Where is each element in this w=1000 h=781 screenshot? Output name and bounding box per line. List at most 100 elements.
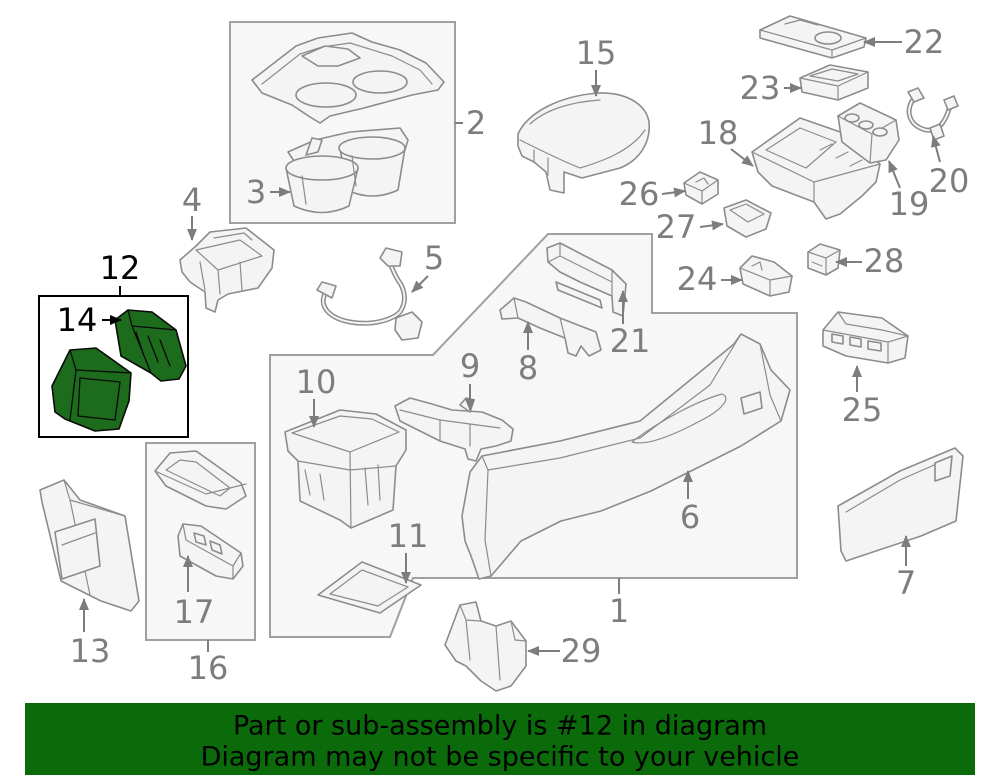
part-14-edge [127, 309, 177, 374]
part-25-port-2 [849, 336, 862, 348]
part-21-edge [547, 242, 613, 297]
part-3-cup-right-rim [338, 136, 406, 160]
part-10-opening [291, 415, 400, 453]
callout-11: 11 [388, 517, 429, 555]
part-27-drawing [723, 199, 772, 238]
callout-3: 3 [246, 173, 266, 211]
part-21-strip [555, 281, 603, 309]
part-10-drawing [284, 409, 407, 529]
callout-14: 14 [57, 301, 98, 339]
part-13-pocket [54, 518, 101, 580]
part-19-switch-2 [858, 120, 874, 130]
part-25-edge [822, 311, 909, 364]
part-7-panel [837, 447, 964, 562]
part-12-drawing-highlighted [51, 347, 132, 432]
part-29-bracket [444, 601, 527, 692]
part-20-wire-core [908, 97, 951, 132]
part-14-drawing-highlighted [114, 309, 187, 382]
callout-27: 27 [656, 208, 697, 246]
callout-1: 1 [609, 592, 629, 630]
callout-29: 29 [561, 632, 602, 670]
part-28-body [807, 243, 841, 276]
callout-4: 4 [182, 181, 202, 219]
part-6-groove [631, 393, 727, 444]
callout-8: 8 [518, 349, 538, 387]
part-2-cup-opening-right [352, 70, 408, 94]
part-11-mat-inner [329, 569, 409, 607]
part-22-circle [814, 31, 842, 45]
part-19-switch-1 [844, 113, 860, 123]
part-16-drawing [154, 450, 247, 510]
callout-labels: 1 2 3 4 5 6 7 8 9 10 11 12 13 14 15 16 1… [57, 23, 970, 687]
callout-15: 15 [576, 34, 617, 72]
info-banner-line-1: Part or sub-assembly is #12 in diagram [233, 711, 767, 742]
part-22-drawing [759, 15, 867, 59]
part-22-tray [759, 15, 867, 59]
part-20-connector-2 [943, 95, 959, 111]
callout-7: 7 [896, 564, 916, 602]
part-18-edge [751, 127, 881, 203]
leader-20 [931, 135, 941, 163]
part-2-shifter-opening [301, 45, 361, 67]
part-4-ribs [199, 232, 253, 295]
leader-18 [730, 148, 754, 167]
part-25-port-3 [867, 340, 882, 352]
callout-24: 24 [677, 260, 718, 298]
callout-19: 19 [889, 185, 930, 223]
part-4-top [195, 239, 263, 271]
part-9-body [394, 397, 514, 462]
part-8-edge [513, 297, 566, 339]
part-15-drawing [517, 92, 650, 194]
callout-18: 18 [698, 114, 739, 152]
callout-25: 25 [842, 391, 883, 429]
part-3-drawing [285, 127, 409, 214]
callout-28: 28 [864, 242, 905, 280]
callout-2: 2 [466, 104, 486, 142]
part-7-drawing [837, 447, 964, 562]
part-12-edge [69, 349, 132, 421]
callout-22: 22 [904, 23, 945, 61]
callout-5: 5 [424, 239, 444, 277]
part-4-body [179, 227, 275, 313]
part-20-connector-1 [907, 87, 925, 103]
part-20-drawing [906, 87, 959, 141]
leader-26 [661, 187, 686, 198]
info-banner-background [25, 703, 975, 775]
part-23-edge [799, 68, 869, 101]
part-7-window [934, 455, 953, 482]
part-7-edge [845, 457, 951, 513]
part-19-switch-3 [872, 127, 888, 137]
part-13-drawing [39, 479, 140, 612]
part-16-bezel [154, 450, 247, 510]
part-26-body [683, 171, 719, 205]
callout-13: 13 [70, 632, 111, 670]
part-16-bezel-inner [154, 459, 247, 497]
part-11-mat [317, 561, 422, 614]
part-5-connector-left [316, 281, 337, 299]
part-17-edge [182, 523, 242, 580]
part-3-detail [301, 155, 357, 205]
callout-10: 10 [296, 363, 337, 401]
leader-19 [888, 160, 901, 189]
part-22-edge [759, 19, 867, 59]
callout-17: 17 [174, 593, 215, 631]
leader-lines [79, 37, 941, 656]
part-19-drawing [837, 102, 900, 164]
part-6-drawing [461, 333, 791, 580]
callout-6: 6 [680, 498, 700, 536]
callout-20: 20 [929, 162, 970, 200]
part-2-cup-opening-left [295, 82, 357, 108]
part-26-edge [683, 177, 719, 205]
leader-5 [411, 275, 429, 293]
part-5-connector-bottom [394, 311, 423, 341]
part-17-button-1 [193, 532, 207, 546]
part-13-pocket-line [61, 532, 96, 546]
part-21-body [546, 242, 627, 317]
part-5-drawing [316, 247, 423, 341]
part-21-drawing [546, 242, 627, 317]
callout-23: 23 [740, 69, 781, 107]
part-3-hook [305, 137, 323, 156]
part-2-edge [261, 42, 433, 85]
part-15-edge [519, 99, 646, 176]
